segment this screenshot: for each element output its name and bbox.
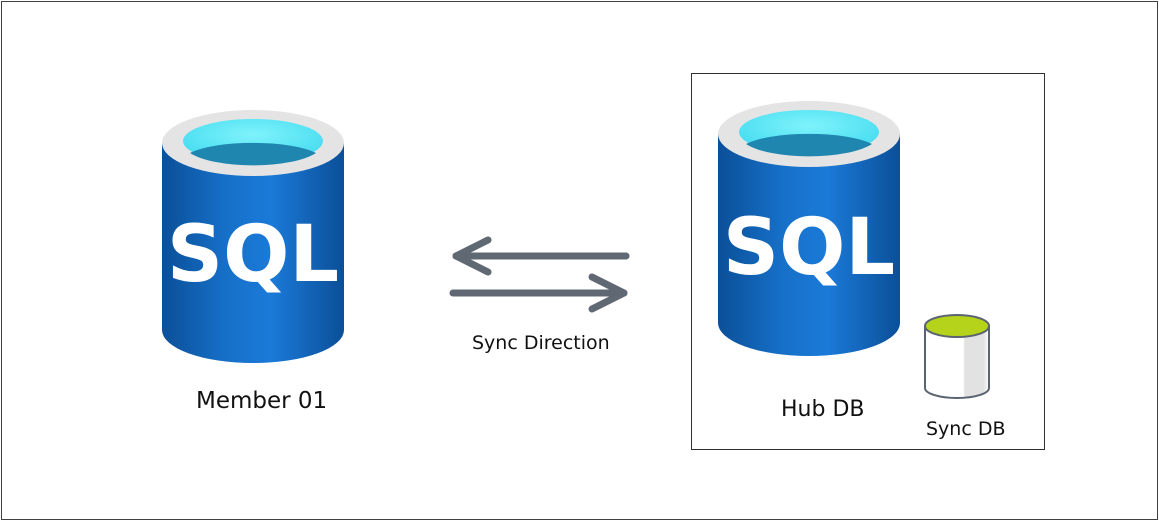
hub-container-box xyxy=(691,73,1045,450)
sync-direction-label: Sync Direction xyxy=(472,332,610,354)
sync-direction-arrows-icon xyxy=(449,236,630,313)
member-label: Member 01 xyxy=(196,388,328,414)
hub-sql-database-icon: SQL xyxy=(718,101,900,356)
member-sql-database-icon: SQL xyxy=(162,110,344,363)
member-sql-icon-text: SQL xyxy=(167,210,339,300)
sync-database-icon xyxy=(924,314,990,399)
hub-sql-icon-text: SQL xyxy=(723,203,895,293)
hub-db-label: Hub DB xyxy=(781,397,865,422)
sync-db-label: Sync DB xyxy=(926,418,1006,440)
